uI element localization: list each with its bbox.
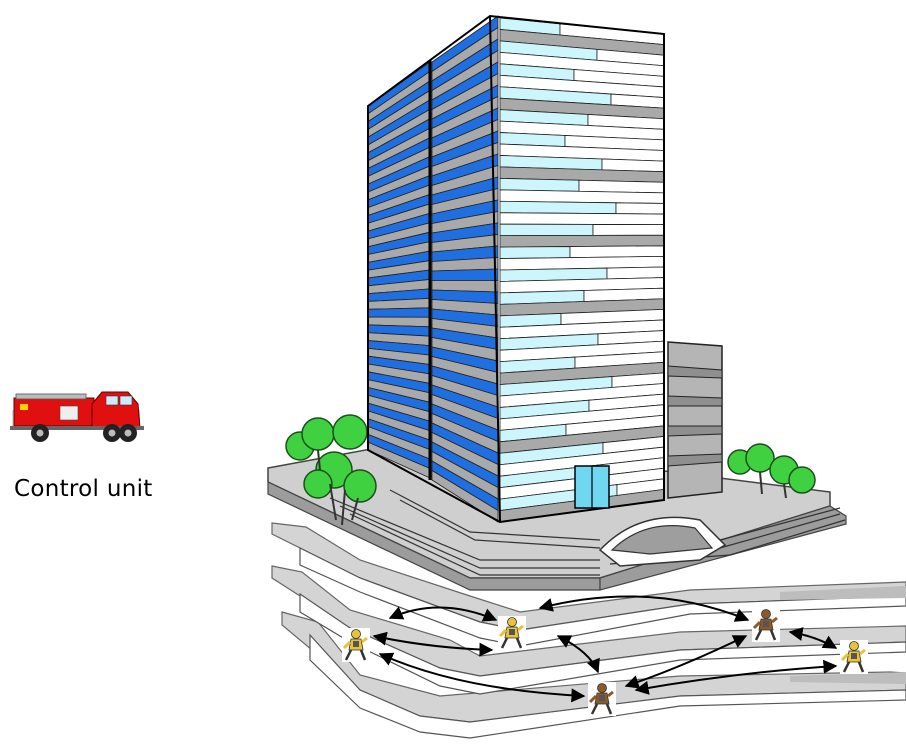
firefighter-icon: [498, 616, 526, 650]
firefighter-icon: [588, 682, 616, 716]
tower-left-face: [368, 62, 430, 478]
firefighter-icon: [840, 640, 868, 674]
tower-middle-face: [432, 16, 498, 522]
parking-annex: [668, 342, 722, 498]
fire-truck-icon: [10, 392, 144, 442]
tower-right-face: [500, 18, 664, 522]
firefighter-icon: [752, 608, 780, 642]
firefighter-icon: [342, 628, 370, 662]
control-unit-label: Control unit: [14, 476, 153, 502]
office-tower-icon: [368, 16, 664, 522]
